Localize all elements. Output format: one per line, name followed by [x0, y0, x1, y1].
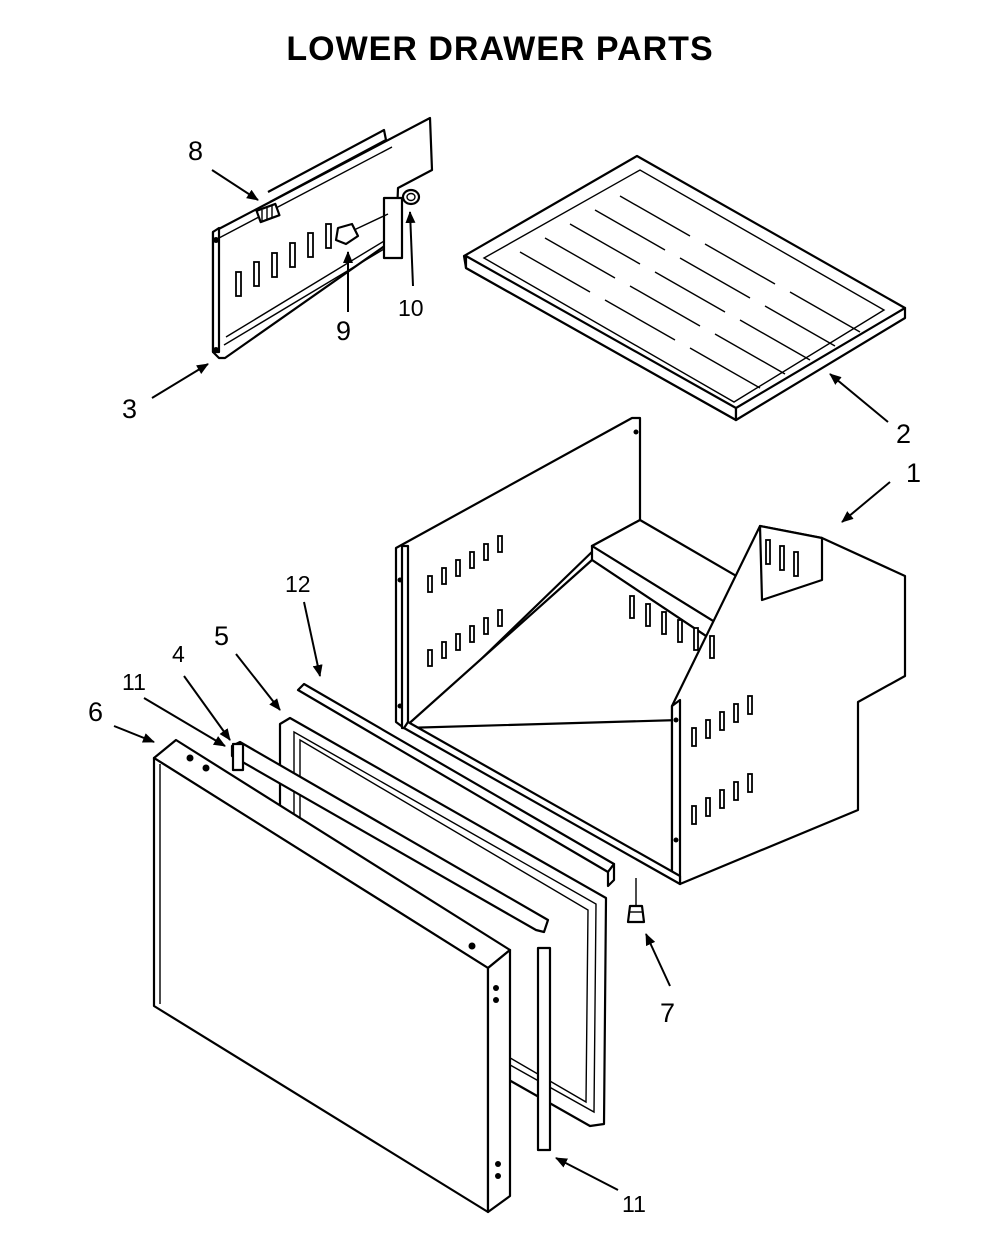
callout-4: 4 [172, 641, 185, 667]
callout-leaders [113, 169, 891, 1191]
drawer-box [394, 416, 907, 886]
diagram-title: LOWER DRAWER PARTS [286, 30, 714, 68]
door-front-part-6 [152, 738, 512, 1214]
callout-labels: 1 2 3 4 5 6 7 8 9 10 11 11 12 [88, 136, 921, 1217]
screw-part-8 [255, 202, 281, 224]
callout-2: 2 [896, 419, 911, 449]
callout-9: 9 [336, 316, 351, 346]
rear-bracket-panel [211, 116, 434, 360]
callout-11-lower: 11 [622, 1191, 646, 1217]
callout-12: 12 [285, 571, 311, 597]
callout-11-upper: 11 [122, 669, 146, 695]
bolt-part-9 [334, 213, 389, 246]
side-strip-part-11-left [231, 742, 245, 772]
nut-part-10 [401, 188, 421, 206]
tray-ribs [519, 195, 861, 389]
callout-7: 7 [660, 998, 675, 1028]
callout-3: 3 [122, 394, 137, 424]
side-strip-part-11-right [536, 946, 552, 1152]
callout-10: 10 [398, 295, 424, 321]
callout-8: 8 [188, 136, 203, 166]
screw-part-7 [626, 878, 646, 924]
box-slots [427, 535, 799, 825]
callout-5: 5 [214, 621, 229, 651]
bracket-slots [235, 223, 332, 297]
callout-1: 1 [906, 458, 921, 488]
callout-6: 6 [88, 697, 103, 727]
drawer-tray [462, 154, 907, 422]
top-trim-strip-part-12 [296, 682, 616, 888]
